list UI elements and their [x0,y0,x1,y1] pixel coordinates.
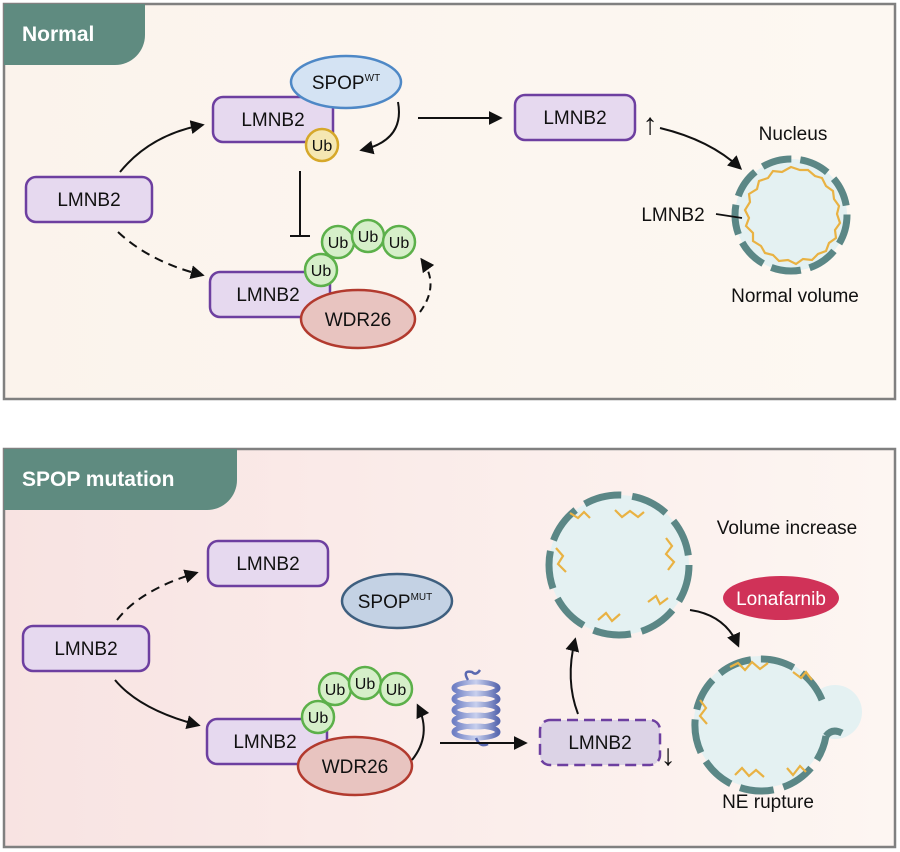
lmnb2-result-label-mut: LMNB2 [568,733,631,754]
lmnb2-pointer-label: LMNB2 [641,205,704,226]
panel-normal: Normal LMNB2 LMNB2 SPOPWT Ub LMNB2 WDR26… [2,2,897,401]
ub-chain-4-label: Ub [389,235,410,252]
lmnb2-result-box-mut [538,718,662,767]
arrow-spop-to-ub [359,101,400,155]
ub-chain-3-label: Ub [358,229,379,246]
panel-normal-title: Normal [22,23,94,46]
panel-mutation-tab [4,449,237,510]
lmnb2-source-label-mut: LMNB2 [54,639,117,660]
ub-chain-mut-3-label: Ub [355,676,376,693]
down-arrow-glyph: ↓ [661,739,676,772]
lonafarnib-ellipse [723,576,839,620]
ub-chain-mut-1 [300,699,336,735]
lamina-zigzag-ruptured-2 [698,699,708,725]
spop-wt-label: SPOPWT [312,73,380,94]
ub-chain-mut-1-label: Ub [308,710,329,727]
lmnb2-wdr26-bound-label: LMNB2 [236,285,299,306]
lamina-zigzag-ruptured-5 [792,670,813,681]
lamina-zigzag-enlarged-3 [664,537,676,571]
ub-chain-mut-4-label: Ub [386,682,407,699]
lamina-zigzag-enlarged-1 [569,510,591,520]
lamina-zigzag-ruptured-1 [729,660,769,672]
ub-gold-circle [304,127,340,163]
lonafarnib-label: Lonafarnib [736,589,826,610]
lamina-zigzag-enlarged-4 [555,547,567,573]
lmnb2-source-box [24,175,154,224]
panel-normal-tab [4,4,145,65]
wdr26-label: WDR26 [325,310,392,331]
arrow-to-ruptured-nucleus [689,609,740,648]
ub-chain-mut-4 [378,671,414,707]
panel-mutation-title: SPOP mutation [22,468,174,491]
nucleus-caption-normal: Normal volume [731,286,859,307]
dashed-arrow-to-free-lmnb2 [116,569,199,621]
ub-chain-4 [381,224,417,260]
lamina-zigzag-enlarged-5 [597,611,621,623]
nucleus-label: Nucleus [759,124,828,145]
volume-caption: Volume increase [717,518,857,539]
ub-gold-label: Ub [312,138,333,155]
lmnb2-wdr26-bound-label-mut: LMNB2 [233,732,296,753]
dashed-arrow-to-wdr26-complex [117,231,205,280]
ub-chain-1 [303,252,339,288]
nucleus-ruptured [691,655,862,795]
lmnb2-spop-bound-box [211,95,335,144]
spop-wt-ellipse [289,54,403,110]
ruptured-envelope [691,655,830,795]
lmnb2-result-label: LMNB2 [543,108,606,129]
lamina-zigzag-normal [743,165,842,266]
lmnb2-source-box-mut [21,624,151,673]
nucleus-enlarged [545,491,693,639]
arrow-to-nucleus [659,127,743,170]
ub-chain-2-label: Ub [328,235,349,252]
dashed-arrow-wdr26-to-ub [419,257,435,313]
lamina-zigzag-ruptured-4 [786,764,807,777]
lmnb2-result-box [513,93,637,142]
wdr26-ellipse-mut [296,735,414,797]
lamina-zigzag-enlarged-6 [647,594,669,606]
arrow-to-enlarged-nucleus [565,637,580,715]
spop-mut-label: SPOPMUT [358,592,432,613]
wdr26-label-mut: WDR26 [322,757,389,778]
wdr26-ellipse [299,288,417,350]
ub-chain-mut-2-label: Ub [325,682,346,699]
lmnb2-pointer-line [715,213,743,219]
nucleus-normal [731,155,851,275]
lmnb2-free-label: LMNB2 [236,554,299,575]
arrow-to-spop-complex [119,120,205,173]
arrow-to-wdr26-complex-mut [114,679,201,729]
panel-mutation: SPOP mutation LMNB2 LMNB2 SPOPMUT LMNB2 … [2,447,897,849]
lmnb2-source-label: LMNB2 [57,190,120,211]
lamina-zigzag-enlarged-2 [614,509,645,519]
proteasome-coil-icon [451,669,501,747]
up-arrow-glyph: ↑ [643,108,658,141]
lamina-zigzag-ruptured-3 [734,766,765,778]
arrow-wdr26-to-ub-mut [411,703,430,761]
lmnb2-spop-bound-label: LMNB2 [241,110,304,131]
ub-chain-1-label: Ub [311,263,332,280]
spop-mut-ellipse [340,572,454,630]
envelope-flap [823,727,844,739]
lmnb2-free-box [206,539,330,588]
rupture-caption: NE rupture [722,792,814,813]
